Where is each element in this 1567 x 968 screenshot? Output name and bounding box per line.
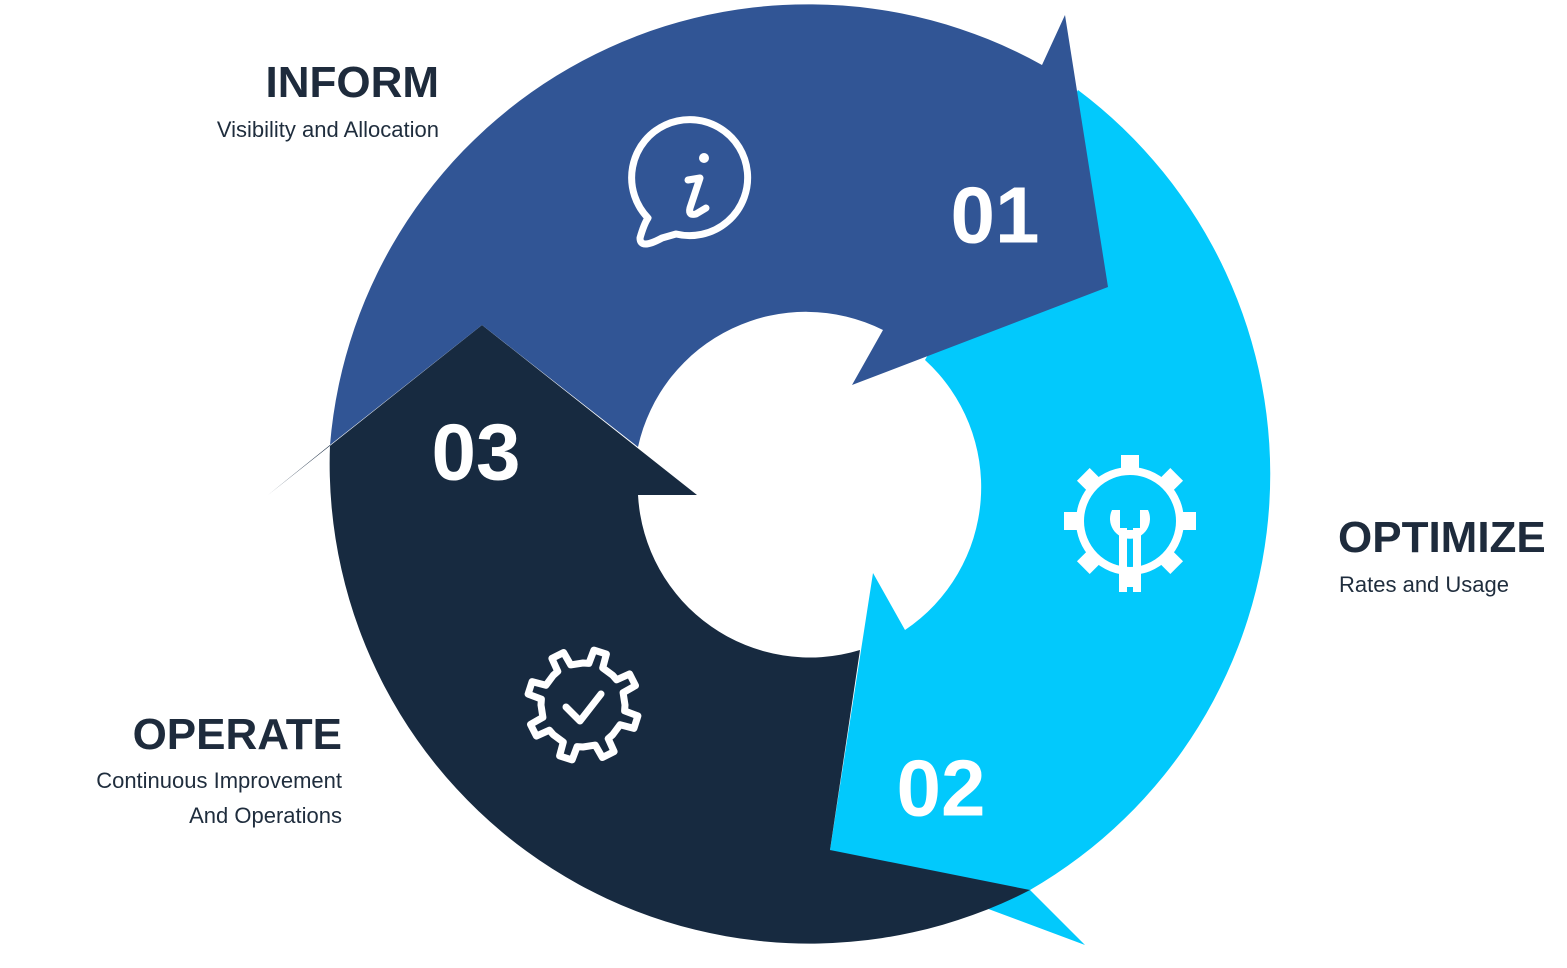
phase-number-02: 02 xyxy=(897,744,986,833)
operate-title: OPERATE xyxy=(132,710,342,759)
gear-check-icon xyxy=(524,646,642,764)
operate-subtitle-line-2: And Operations xyxy=(189,803,342,828)
optimize-subtitle: Rates and Usage xyxy=(1339,572,1509,597)
optimize-segment xyxy=(830,90,1271,945)
info-speech-bubble-icon xyxy=(628,116,752,248)
inform-subtitle: Visibility and Allocation xyxy=(216,117,439,142)
phase-number-03: 03 xyxy=(432,408,521,497)
inform-title: INFORM xyxy=(265,58,439,107)
operate-subtitle-line-1: Continuous Improvement xyxy=(96,768,342,793)
optimize-title: OPTIMIZE xyxy=(1338,513,1546,562)
operate-segment xyxy=(268,325,1030,944)
phase-number-01: 01 xyxy=(951,171,1040,260)
